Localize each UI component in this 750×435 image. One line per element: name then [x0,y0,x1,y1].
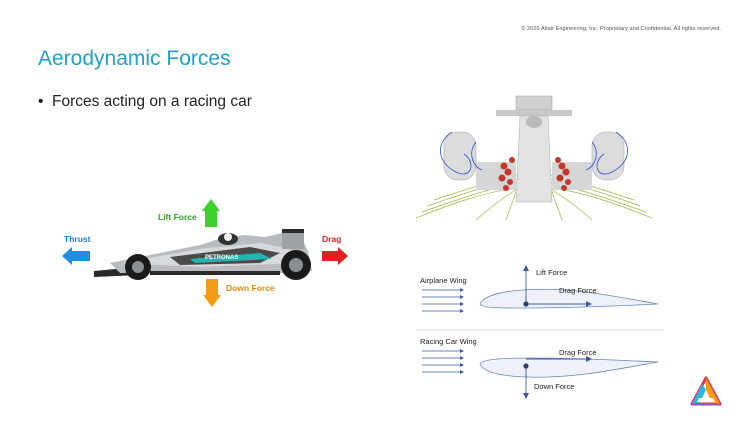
thrust-label: Thrust [64,234,91,244]
wing-comparison-diagram: Airplane Wing Lift Force Drag Force Raci… [416,262,664,402]
racing-airfoil [479,357,659,378]
airplane-wing-label: Airplane Wing [420,276,467,285]
bullet-text: Forces acting on a racing car [52,93,252,110]
racing-wing-label: Racing Car Wing [420,337,477,346]
bullet-item: • Forces acting on a racing car [38,93,252,111]
racing-car-image: PETRONAS [94,229,312,280]
copyright-notice: © 2020 Altair Engineering, Inc. Propriet… [521,26,721,32]
down-force-label: Down Force [226,283,275,293]
sponsor-text: PETRONAS [205,255,238,261]
altair-logo-icon [690,376,722,408]
cfd-car-model [443,95,625,203]
airplane-drag-label: Drag Force [559,286,597,295]
cfd-streamline-image [415,92,653,221]
drag-label: Drag [322,234,341,244]
lift-force-label: Lift Force [158,212,197,222]
airplane-flow-arrows [422,289,460,312]
down-force-arrow [203,279,221,307]
thrust-arrow [62,247,90,265]
drag-arrow [322,247,348,265]
racing-drag-label: Drag Force [559,348,597,357]
racing-down-label: Down Force [534,382,574,391]
slide-title: Aerodynamic Forces [38,47,231,70]
bullet-dot: • [38,93,44,110]
racing-car-forces-figure: Lift Force Thrust Drag Down Force [50,193,350,321]
racing-flow-arrows [422,350,460,373]
lift-force-arrow [202,199,220,227]
airplane-lift-label: Lift Force [536,268,567,277]
